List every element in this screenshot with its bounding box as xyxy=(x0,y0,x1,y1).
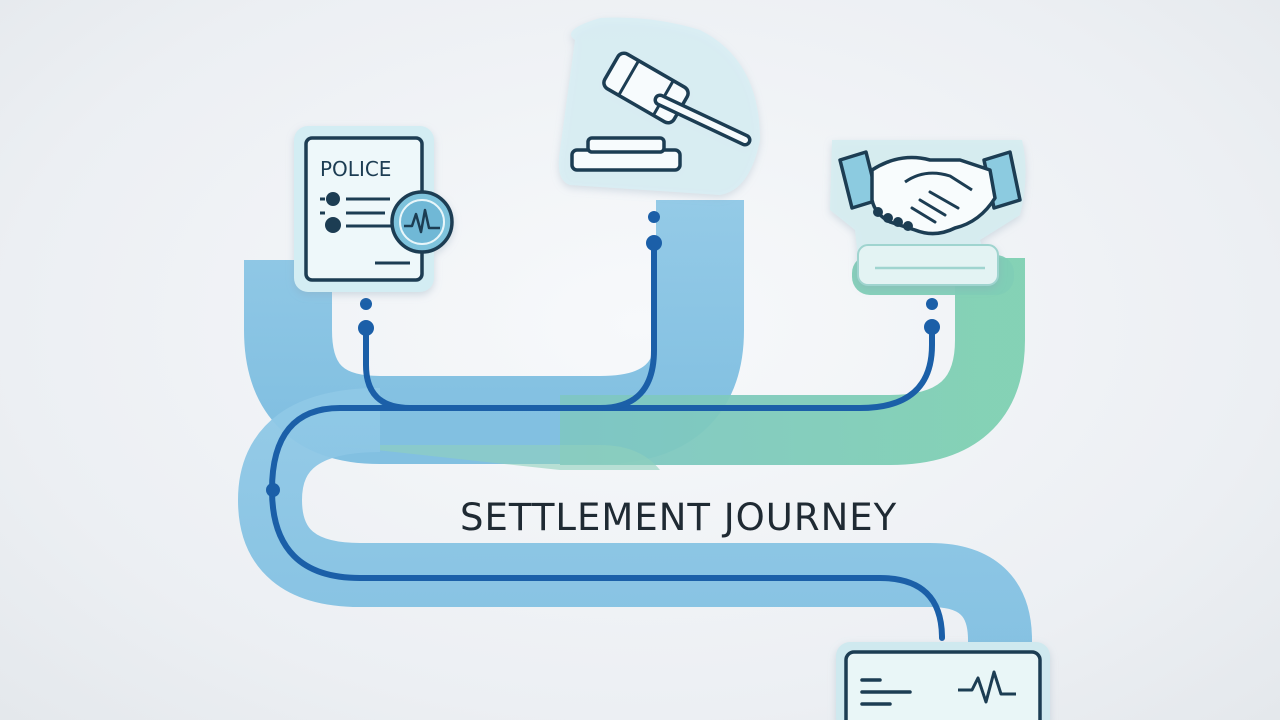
teal-lower-band xyxy=(330,445,660,470)
diagram-title: SETTLEMENT JOURNEY xyxy=(460,496,898,539)
teal-band xyxy=(560,258,1025,465)
police-label: POLICE xyxy=(320,157,391,181)
police-report-icon: POLICE xyxy=(294,126,454,292)
payment-check-icon xyxy=(836,642,1050,720)
dot-police xyxy=(358,320,374,336)
dot-handshake xyxy=(924,319,940,335)
gavel-icon xyxy=(558,17,760,195)
u-inner xyxy=(452,230,580,385)
dot-police-top xyxy=(360,298,372,310)
connector-line-main xyxy=(268,405,945,641)
dot-handshake-top xyxy=(926,298,938,310)
connector-line-gavel xyxy=(597,242,657,411)
dot-gavel-top xyxy=(648,211,660,223)
connector-line-police xyxy=(363,322,935,411)
handshake-icon xyxy=(830,140,1026,286)
dot-gavel xyxy=(646,235,662,251)
dot-left-curve xyxy=(266,483,280,497)
